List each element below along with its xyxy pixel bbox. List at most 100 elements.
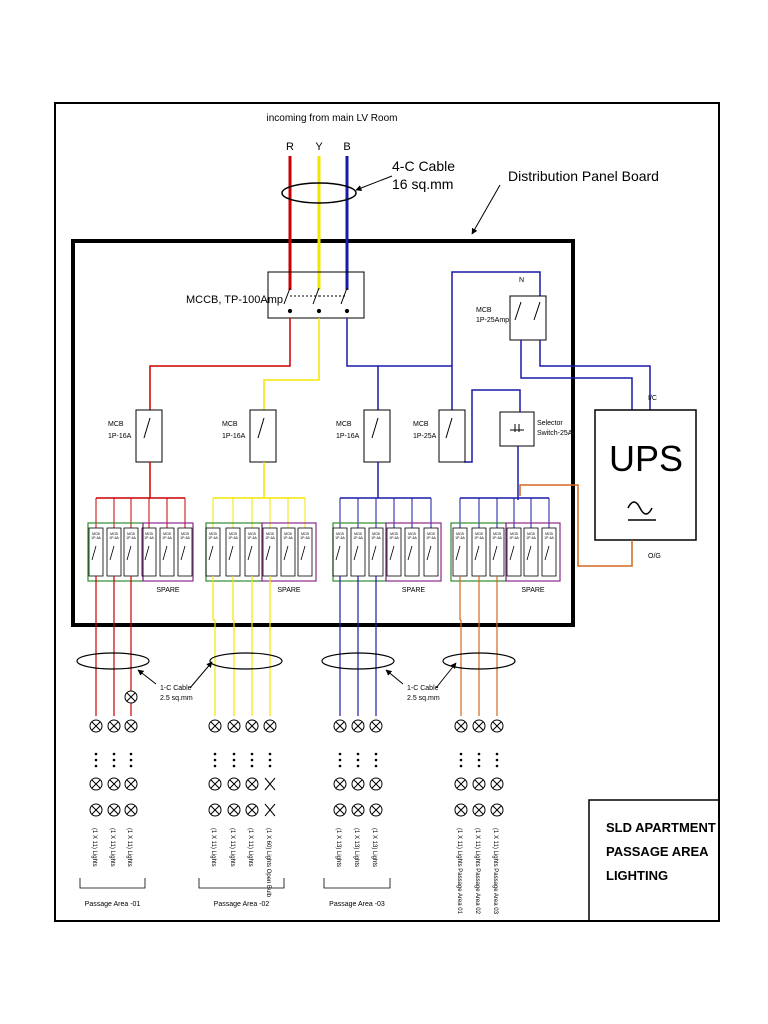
mini-mcb-contact xyxy=(283,545,289,561)
mini-mcb-label: MCB xyxy=(229,532,237,536)
lamp-fixture xyxy=(472,719,486,733)
fixture-label: (1 X 11) Lights xyxy=(126,828,132,867)
distribution-groups: MCB1P-6AMCB1P-6AMCB1P-6AMCB1P-6AMCB1P-6A… xyxy=(76,497,561,915)
area-bracket xyxy=(198,878,285,889)
mini-mcb-body xyxy=(386,527,402,577)
group-1: MCB1P-6AMCB1P-6AMCB1P-6AMCB1P-6AMCB1P-6A… xyxy=(76,497,194,908)
fixture-label: (1 X 11) Lights xyxy=(210,828,216,867)
mini-mcb-body xyxy=(297,527,313,577)
continuation-dot xyxy=(374,752,378,756)
ups-label: UPS xyxy=(609,438,683,479)
continuation-dot xyxy=(268,764,272,768)
feed-b xyxy=(346,318,379,410)
lamp-fixture xyxy=(124,690,138,704)
mini-mcb-body xyxy=(159,527,175,577)
mini-mcb-label: MCB xyxy=(336,532,344,536)
mini-mcb-rating: 1P-6A xyxy=(492,536,502,540)
continuation-dot xyxy=(94,764,98,768)
mini-mcb-label: MCB xyxy=(372,532,380,536)
lamp-cross xyxy=(109,805,119,815)
lamp-fixture xyxy=(227,777,241,791)
branch-mcb-3-line-1: MCB xyxy=(336,421,352,428)
lamp-cross xyxy=(371,721,381,731)
mini-mcb-contact xyxy=(162,545,168,561)
lamp-fixture xyxy=(490,803,504,817)
lamp-fixture xyxy=(333,803,347,817)
continuation-dot xyxy=(268,752,272,756)
branch-cable-right-pointer-b xyxy=(385,669,404,685)
continuation-dot xyxy=(268,758,272,762)
continuation-dot xyxy=(338,758,342,762)
lamp-cross xyxy=(109,779,119,789)
continuation-dot xyxy=(129,758,133,762)
lamp-fixture xyxy=(369,777,383,791)
branch-mcb-4-line-1: MCB xyxy=(413,421,429,428)
mini-mcb-rating: 1P-6A xyxy=(474,536,484,540)
continuation-dot xyxy=(94,752,98,756)
lamp-cross xyxy=(492,805,502,815)
mini-mcb-label: MCB xyxy=(110,532,118,536)
continuation-dot xyxy=(374,764,378,768)
continuation-dot xyxy=(213,764,217,768)
mini-mcb-rating: 1P-6A xyxy=(162,536,172,540)
mini-mcb-rating: 1P-6A xyxy=(109,536,119,540)
mini-mcb-label: MCB xyxy=(390,532,398,536)
mini-mcb-contact xyxy=(300,545,306,561)
mini-mcb-contact xyxy=(544,545,550,561)
feed-r xyxy=(149,318,291,410)
mini-mcb-contact xyxy=(228,545,234,561)
lamp-cross xyxy=(335,779,345,789)
mini-mcb-rating: 1P-6A xyxy=(208,536,218,540)
mini-mcb-body xyxy=(523,527,539,577)
branch-mcb-2-line-1: MCB xyxy=(222,421,238,428)
mccb-body xyxy=(267,271,365,319)
continuation-dot xyxy=(112,764,116,768)
continuation-dot xyxy=(477,758,481,762)
passage-area-label: Passage Area -02 xyxy=(214,901,270,908)
lamp-cross xyxy=(126,692,136,702)
lamp-cross xyxy=(474,721,484,731)
ups-input-line-1 xyxy=(520,340,633,410)
continuation-dot xyxy=(356,752,360,756)
continuation-dot xyxy=(250,752,254,756)
mini-mcb-body xyxy=(280,527,296,577)
lamp-fixture xyxy=(107,719,121,733)
fixture-label: (1 X 11) Lights Passage Area 01 xyxy=(456,828,462,915)
continuation-dot xyxy=(129,764,133,768)
ups-box xyxy=(594,409,697,541)
group-3: MCB1P-6AMCB1P-6AMCB1P-6AMCB1P-6AMCB1P-6A… xyxy=(321,497,442,908)
continuation-dot xyxy=(232,758,236,762)
fixture-label: (1 X 11) Lights xyxy=(247,828,253,867)
feed-y xyxy=(263,318,320,410)
continuation-dot xyxy=(232,752,236,756)
selector-input xyxy=(464,389,521,463)
mini-mcb-label: MCB xyxy=(266,532,274,536)
mini-mcb-contact xyxy=(353,545,359,561)
lamp-fixture xyxy=(369,719,383,733)
branch-mcb-3: MCB 1P-16A xyxy=(336,409,391,463)
lamp-cross xyxy=(229,805,239,815)
mini-mcb-contact xyxy=(407,545,413,561)
mini-mcb-contact xyxy=(455,545,461,561)
title-line-1: SLD APARTMENT xyxy=(606,820,716,835)
branch-cable-right-line-1: 1-C Cable xyxy=(407,685,439,692)
spare-label: SPARE xyxy=(521,587,545,594)
ups-mcb-body xyxy=(509,295,547,341)
lamp-fixture xyxy=(208,719,222,733)
mini-mcb-label: MCB xyxy=(510,532,518,536)
mini-mcb-label: MCB xyxy=(284,532,292,536)
lamp-cross xyxy=(335,805,345,815)
mini-mcb-rating: 1P-6A xyxy=(353,536,363,540)
mini-mcb-body xyxy=(506,527,522,577)
main-cable-pointer xyxy=(355,175,393,191)
spare-mcb-group xyxy=(142,522,194,582)
passage-area-label: Passage Area -03 xyxy=(329,901,385,908)
open-bulb-icon xyxy=(264,803,276,817)
